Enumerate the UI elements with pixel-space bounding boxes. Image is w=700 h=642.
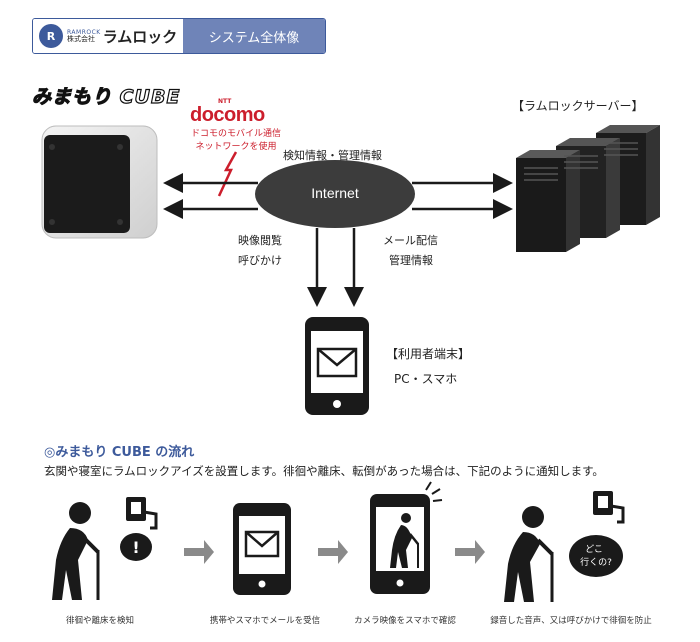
step3-camera-phone-icon <box>370 481 443 594</box>
server-title: 【ラムロックサーバー】 <box>512 99 644 113</box>
internet-label: Internet <box>311 185 359 201</box>
carrier-note: ドコモのモバイル通信 ネットワークを使用 <box>190 129 281 152</box>
step4-elderly-voice-icon: どこ 行くの? <box>504 491 625 602</box>
wireless-signal-icon <box>217 151 238 197</box>
carrier-logo: docomo <box>190 104 265 126</box>
flow-arrow-2-icon <box>318 540 348 564</box>
internet-cloud <box>255 160 415 228</box>
step2-caption: 携帯やスマホでメールを受信 <box>209 616 321 626</box>
left-flow-label-2: 呼びかけ <box>238 254 282 267</box>
step2-mail-phone-icon <box>233 503 291 595</box>
step1-elderly-detect-icon: ! <box>52 497 158 600</box>
left-flow-label-1: 映像閲覧 <box>238 234 282 247</box>
speech-bubble-line1: どこ <box>585 544 603 555</box>
step1-caption: 徘徊や離床を検知 <box>65 616 134 626</box>
flow-arrow-3-icon <box>455 540 485 564</box>
alert-bubble-text: ! <box>132 538 139 557</box>
right-flow-label-1: メール配信 <box>383 234 438 247</box>
logo-mark-icon: R <box>39 24 63 48</box>
logo-english: RAMROCK <box>67 28 101 36</box>
step4-caption: 録音した音声、又は呼びかけで徘徊を防止 <box>490 616 652 626</box>
carrier-ntt: NTT <box>218 98 232 105</box>
flow-title: ◎みまもり CUBE の流れ <box>44 445 195 460</box>
top-flow-label: 検知情報・管理情報 <box>283 149 382 162</box>
server-icon <box>516 125 660 252</box>
flow-description: 玄関や寝室にラムロックアイズを設置します。徘徊や離床、転倒があった場合は、下記の… <box>44 464 604 478</box>
right-flow-label-2: 管理情報 <box>389 254 433 267</box>
logo-name: ラムロック <box>102 27 178 46</box>
flow-arrow-1-icon <box>184 540 214 564</box>
section-title: システム全体像 <box>183 19 325 53</box>
speech-bubble-line2: 行くの? <box>580 556 612 568</box>
header-banner: R RAMROCK 株式会社 ラムロック システム全体像 <box>32 18 326 54</box>
user-device-title: 【利用者端末】 <box>386 347 471 361</box>
step3-caption: カメラ映像をスマホで確認 <box>354 616 456 626</box>
logo-company-type: 株式会社 <box>67 34 95 43</box>
user-phone-icon <box>305 317 369 415</box>
user-device-subtitle: PC・スマホ <box>394 372 458 386</box>
cube-device-icon <box>41 125 158 239</box>
device-title: みまもり CUBE <box>31 85 181 108</box>
company-logo: R RAMROCK 株式会社 ラムロック <box>33 19 183 53</box>
